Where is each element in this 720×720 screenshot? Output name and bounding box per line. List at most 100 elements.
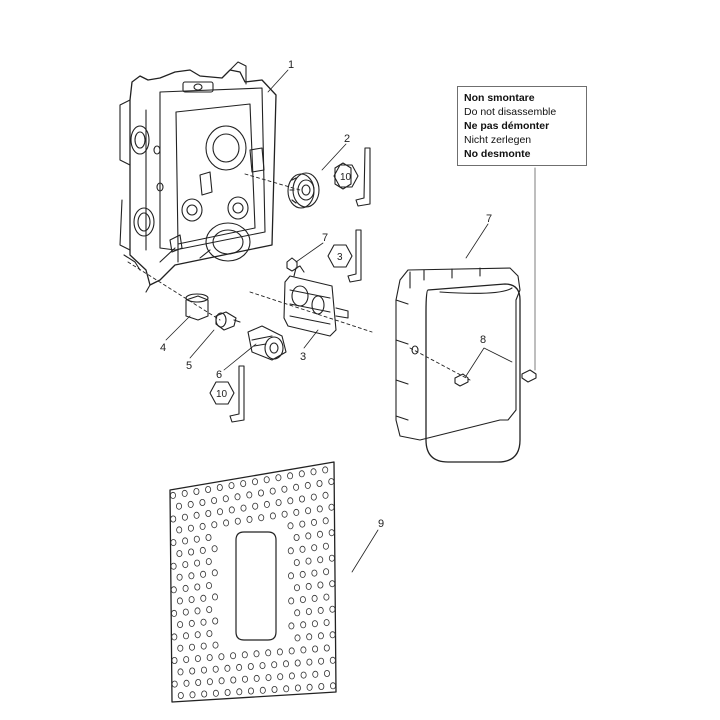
perforation-hole bbox=[205, 509, 212, 517]
perforation-hole bbox=[247, 687, 254, 695]
perforation-hole bbox=[322, 466, 329, 474]
connector-part-6 bbox=[247, 325, 287, 361]
perforation-hole bbox=[263, 500, 270, 508]
perforation-hole bbox=[176, 550, 183, 558]
perforation-hole bbox=[195, 679, 202, 687]
hex-size-label-a: 10 bbox=[340, 172, 352, 183]
perforation-hole bbox=[194, 559, 201, 567]
perforation-hole bbox=[177, 668, 184, 676]
perforation-hole bbox=[294, 659, 301, 667]
callout-2: 2 bbox=[344, 133, 350, 145]
plug-cap-part-4 bbox=[185, 293, 209, 321]
perforation-hole bbox=[305, 532, 312, 540]
perforation-hole bbox=[193, 535, 200, 543]
notice-line-french: Ne pas démonter bbox=[464, 120, 550, 132]
perforation-hole bbox=[293, 483, 300, 491]
perforation-hole bbox=[322, 517, 329, 525]
perforation-hole bbox=[206, 678, 213, 686]
perforation-hole bbox=[211, 593, 218, 601]
perforation-hole bbox=[300, 671, 307, 679]
perforation-hole bbox=[271, 686, 278, 694]
assembly-dashed-lines bbox=[127, 173, 471, 381]
perforation-hole bbox=[200, 666, 207, 674]
perforation-hole bbox=[287, 472, 294, 480]
perforation-hole bbox=[322, 491, 329, 499]
hex-key-tool-b bbox=[347, 229, 362, 283]
perforation-hole bbox=[218, 653, 225, 661]
perforation-hole bbox=[310, 468, 317, 476]
perforation-hole bbox=[194, 655, 201, 663]
perforation-hole bbox=[311, 620, 318, 628]
perforation-hole bbox=[323, 670, 330, 678]
perforation-hole bbox=[275, 474, 282, 482]
perforation-hole bbox=[299, 520, 306, 528]
perforation-hole bbox=[306, 658, 313, 666]
plate-perforations bbox=[169, 466, 336, 700]
perforation-hole bbox=[269, 512, 276, 520]
perforation-hole bbox=[299, 570, 306, 578]
perforation-hole bbox=[328, 529, 335, 537]
perforation-hole bbox=[294, 609, 301, 617]
perforation-hole bbox=[294, 634, 301, 642]
callout-7-grub: 7 bbox=[322, 232, 328, 244]
perforation-hole bbox=[176, 597, 183, 605]
grub-screw-part-7 bbox=[286, 257, 298, 272]
perforation-hole bbox=[200, 618, 207, 626]
perforation-hole bbox=[312, 670, 319, 678]
hex-key-tool-c bbox=[229, 365, 245, 423]
perforation-hole bbox=[287, 572, 294, 580]
notice-line-english: Do not disassemble bbox=[464, 106, 557, 118]
perforation-hole bbox=[299, 545, 306, 553]
perforation-hole bbox=[323, 568, 330, 576]
perforation-hole bbox=[205, 558, 212, 566]
perforation-hole bbox=[311, 544, 318, 552]
perforation-hole bbox=[187, 524, 194, 532]
perforation-hole bbox=[176, 573, 183, 581]
notice-line-german: Nicht zerlegen bbox=[464, 134, 532, 146]
perforation-hole bbox=[323, 644, 330, 652]
perforation-hole bbox=[216, 483, 223, 491]
perforation-hole bbox=[288, 672, 295, 680]
perforation-hole bbox=[298, 470, 305, 478]
perforation-hole bbox=[182, 584, 189, 592]
perforation-hole bbox=[170, 515, 177, 523]
screws-part-8 bbox=[454, 369, 537, 387]
perforation-hole bbox=[259, 662, 266, 670]
protective-cover-part-7 bbox=[395, 267, 521, 463]
perforation-hole bbox=[169, 491, 176, 499]
perforation-hole bbox=[212, 689, 219, 697]
nut-part-2 bbox=[287, 172, 320, 209]
perforation-hole bbox=[183, 679, 190, 687]
hex-size-label-b: 3 bbox=[337, 252, 343, 263]
perforation-hole bbox=[206, 654, 213, 662]
perforation-hole bbox=[329, 580, 336, 588]
perforation-hole bbox=[287, 547, 294, 555]
perforation-hole bbox=[328, 478, 335, 486]
perforation-hole bbox=[181, 489, 188, 497]
perforation-hole bbox=[177, 644, 184, 652]
perforation-hole bbox=[189, 691, 196, 699]
perforation-hole bbox=[205, 534, 212, 542]
perforation-hole bbox=[170, 539, 177, 547]
perforation-hole bbox=[253, 650, 260, 658]
perforation-hole bbox=[298, 495, 305, 503]
perforation-hole bbox=[211, 569, 218, 577]
perforation-hole bbox=[181, 513, 188, 521]
perforation-hole bbox=[193, 511, 200, 519]
perforation-hole bbox=[306, 633, 313, 641]
perforation-hole bbox=[182, 608, 189, 616]
perforation-hole bbox=[206, 606, 213, 614]
perforation-hole bbox=[277, 673, 284, 681]
perforation-hole bbox=[251, 478, 258, 486]
perforation-hole bbox=[311, 594, 318, 602]
notice-line-spanish: No desmonte bbox=[464, 148, 531, 160]
notice-line-italian: Non smontare bbox=[464, 92, 535, 104]
callout-5: 5 bbox=[186, 360, 192, 372]
mixer-body-part-1 bbox=[119, 61, 277, 293]
perforation-hole bbox=[171, 633, 178, 641]
perforation-hole bbox=[224, 689, 231, 697]
perforation-hole bbox=[236, 663, 243, 671]
callout-8: 8 bbox=[480, 334, 486, 346]
perforation-hole bbox=[257, 489, 264, 497]
perforation-hole bbox=[175, 502, 182, 510]
